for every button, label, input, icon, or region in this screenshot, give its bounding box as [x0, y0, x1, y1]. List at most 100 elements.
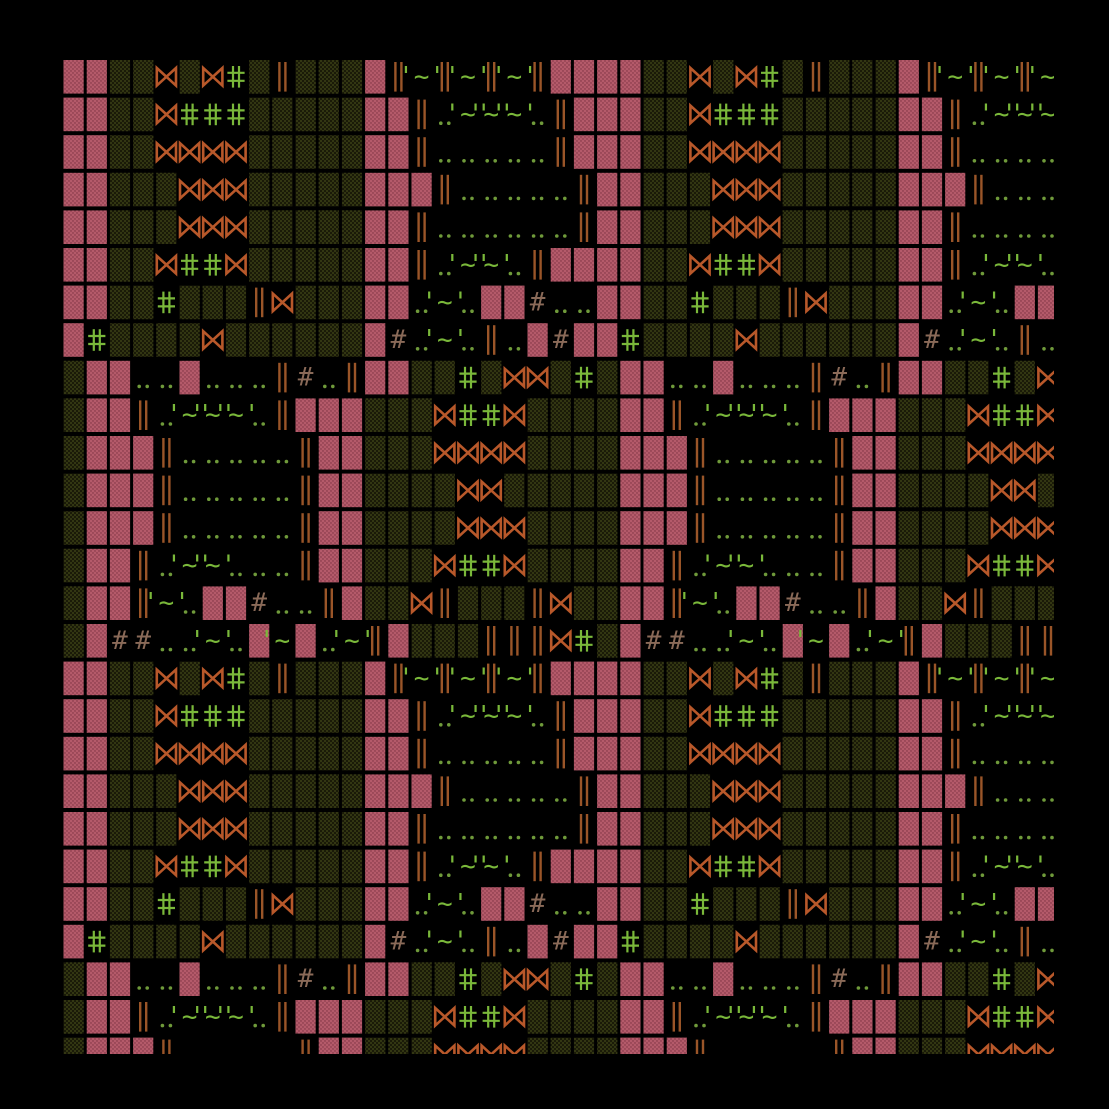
double-bar-cell [417, 701, 426, 731]
tilde-mark-cell: '~' [955, 927, 1002, 957]
bowtie-cell [1037, 365, 1054, 390]
pink-block-cell [666, 436, 687, 470]
olive-dots-cell [573, 1000, 595, 1034]
double-bar-cell [788, 889, 797, 919]
olive-dots-cell [991, 624, 1012, 658]
pink-block-cell [852, 548, 873, 583]
svg-text:#: # [831, 363, 847, 393]
dot-pair-cell [462, 196, 474, 201]
olive-dots-cell [295, 135, 316, 169]
svg-text:#: # [669, 626, 685, 656]
pink-block-cell [921, 624, 943, 658]
olive-dots-cell [341, 210, 363, 244]
bowtie-cell [433, 441, 456, 465]
olive-dots-cell [550, 473, 571, 508]
olive-dots-cell [481, 962, 502, 996]
pink-block-cell [597, 172, 618, 207]
pink-block-cell [620, 887, 641, 921]
tilde-mark-cell: '~' [677, 588, 724, 618]
pink-block-cell [341, 473, 363, 508]
pink-block-cell [620, 586, 641, 620]
tilde-mark-cell: '~' [700, 551, 747, 581]
dot-pair-cell [995, 948, 1008, 953]
dot-pair-cell [462, 159, 474, 163]
olive-dots-cell [411, 962, 432, 996]
olive-dots-cell [805, 97, 827, 132]
olive-dots-cell [550, 548, 571, 583]
svg-text:'~': '~' [468, 250, 515, 280]
hash-mark-cell: # [831, 363, 847, 393]
svg-text:'~': '~' [746, 1002, 793, 1032]
pink-block-cell [597, 887, 618, 921]
dot-pair-cell [671, 986, 683, 990]
olive-dots-cell [713, 661, 734, 696]
svg-text:#: # [785, 588, 801, 618]
double-bar-cell [394, 62, 403, 92]
pink-block-cell [365, 248, 386, 282]
bowtie-cell [225, 140, 247, 164]
pink-block-cell [597, 323, 618, 357]
dot-pair-cell [995, 309, 1008, 313]
pink-block-cell [1014, 887, 1035, 921]
pink-block-cell [86, 962, 107, 996]
bowtie-cell [178, 215, 201, 239]
bowtie-cell [944, 591, 967, 615]
dot-pair-cell [230, 986, 242, 990]
olive-dots-cell [666, 285, 687, 320]
olive-dots-cell [643, 97, 664, 132]
pink-block-cell [620, 210, 641, 244]
pink-block-cell [643, 398, 664, 432]
olive-dots-cell [63, 436, 84, 470]
dot-pair-cell [230, 497, 242, 502]
svg-text:'~': '~' [468, 701, 515, 731]
olive-dots-cell [597, 473, 618, 508]
double-cross-cell [691, 893, 709, 915]
dot-pair-cell [508, 760, 521, 765]
olive-dots-cell [921, 511, 943, 545]
svg-text:'~': '~' [955, 927, 1002, 957]
bowtie-cell [689, 666, 711, 691]
bowtie-cell [712, 140, 735, 164]
olive-dots-cell [550, 360, 571, 395]
double-bar-cell [138, 588, 148, 618]
olive-dots-cell [318, 172, 339, 207]
olive-dots-cell [968, 473, 989, 508]
olive-dots-cell [318, 736, 339, 771]
pink-block-cell [921, 360, 943, 395]
olive-dots-cell [829, 924, 850, 959]
svg-text:'~': '~' [723, 400, 770, 430]
double-bar-cell [162, 475, 171, 506]
olive-dots-cell [550, 511, 571, 545]
pink-block-cell [666, 511, 687, 545]
bowtie-cell [178, 817, 201, 841]
olive-dots-cell [63, 548, 84, 583]
olive-dots-cell [829, 60, 850, 94]
bowtie-cell [689, 854, 711, 879]
olive-dots-cell [1014, 962, 1035, 996]
tilde-mark-cell: '~' [723, 626, 770, 656]
pink-block-cell [365, 736, 386, 771]
pink-block-cell [620, 172, 641, 207]
olive-dots-cell [179, 285, 200, 320]
pink-block-cell [898, 135, 919, 169]
olive-dots-cell [133, 699, 154, 733]
dot-pair-cell [555, 911, 567, 915]
double-cross-cell [482, 554, 500, 577]
olive-dots-cell [945, 473, 966, 508]
dot-pair-cell [694, 986, 706, 990]
svg-text:'~': '~' [398, 62, 445, 92]
dot-pair-cell [253, 422, 265, 426]
olive-dots-cell [133, 172, 154, 207]
pink-block-cell [898, 360, 919, 395]
olive-dots-cell [573, 436, 595, 470]
dot-pair-cell [949, 948, 961, 953]
pink-block-cell [86, 661, 107, 696]
olive-dots-cell [341, 285, 363, 320]
pink-block-cell [365, 323, 386, 357]
pink-block-cell [388, 360, 409, 395]
olive-dots-cell [759, 924, 780, 959]
double-bar-cell [556, 137, 565, 167]
olive-dots-cell [666, 887, 687, 921]
olive-dots-cell [411, 398, 432, 432]
dot-pair-cell [1019, 159, 1031, 163]
